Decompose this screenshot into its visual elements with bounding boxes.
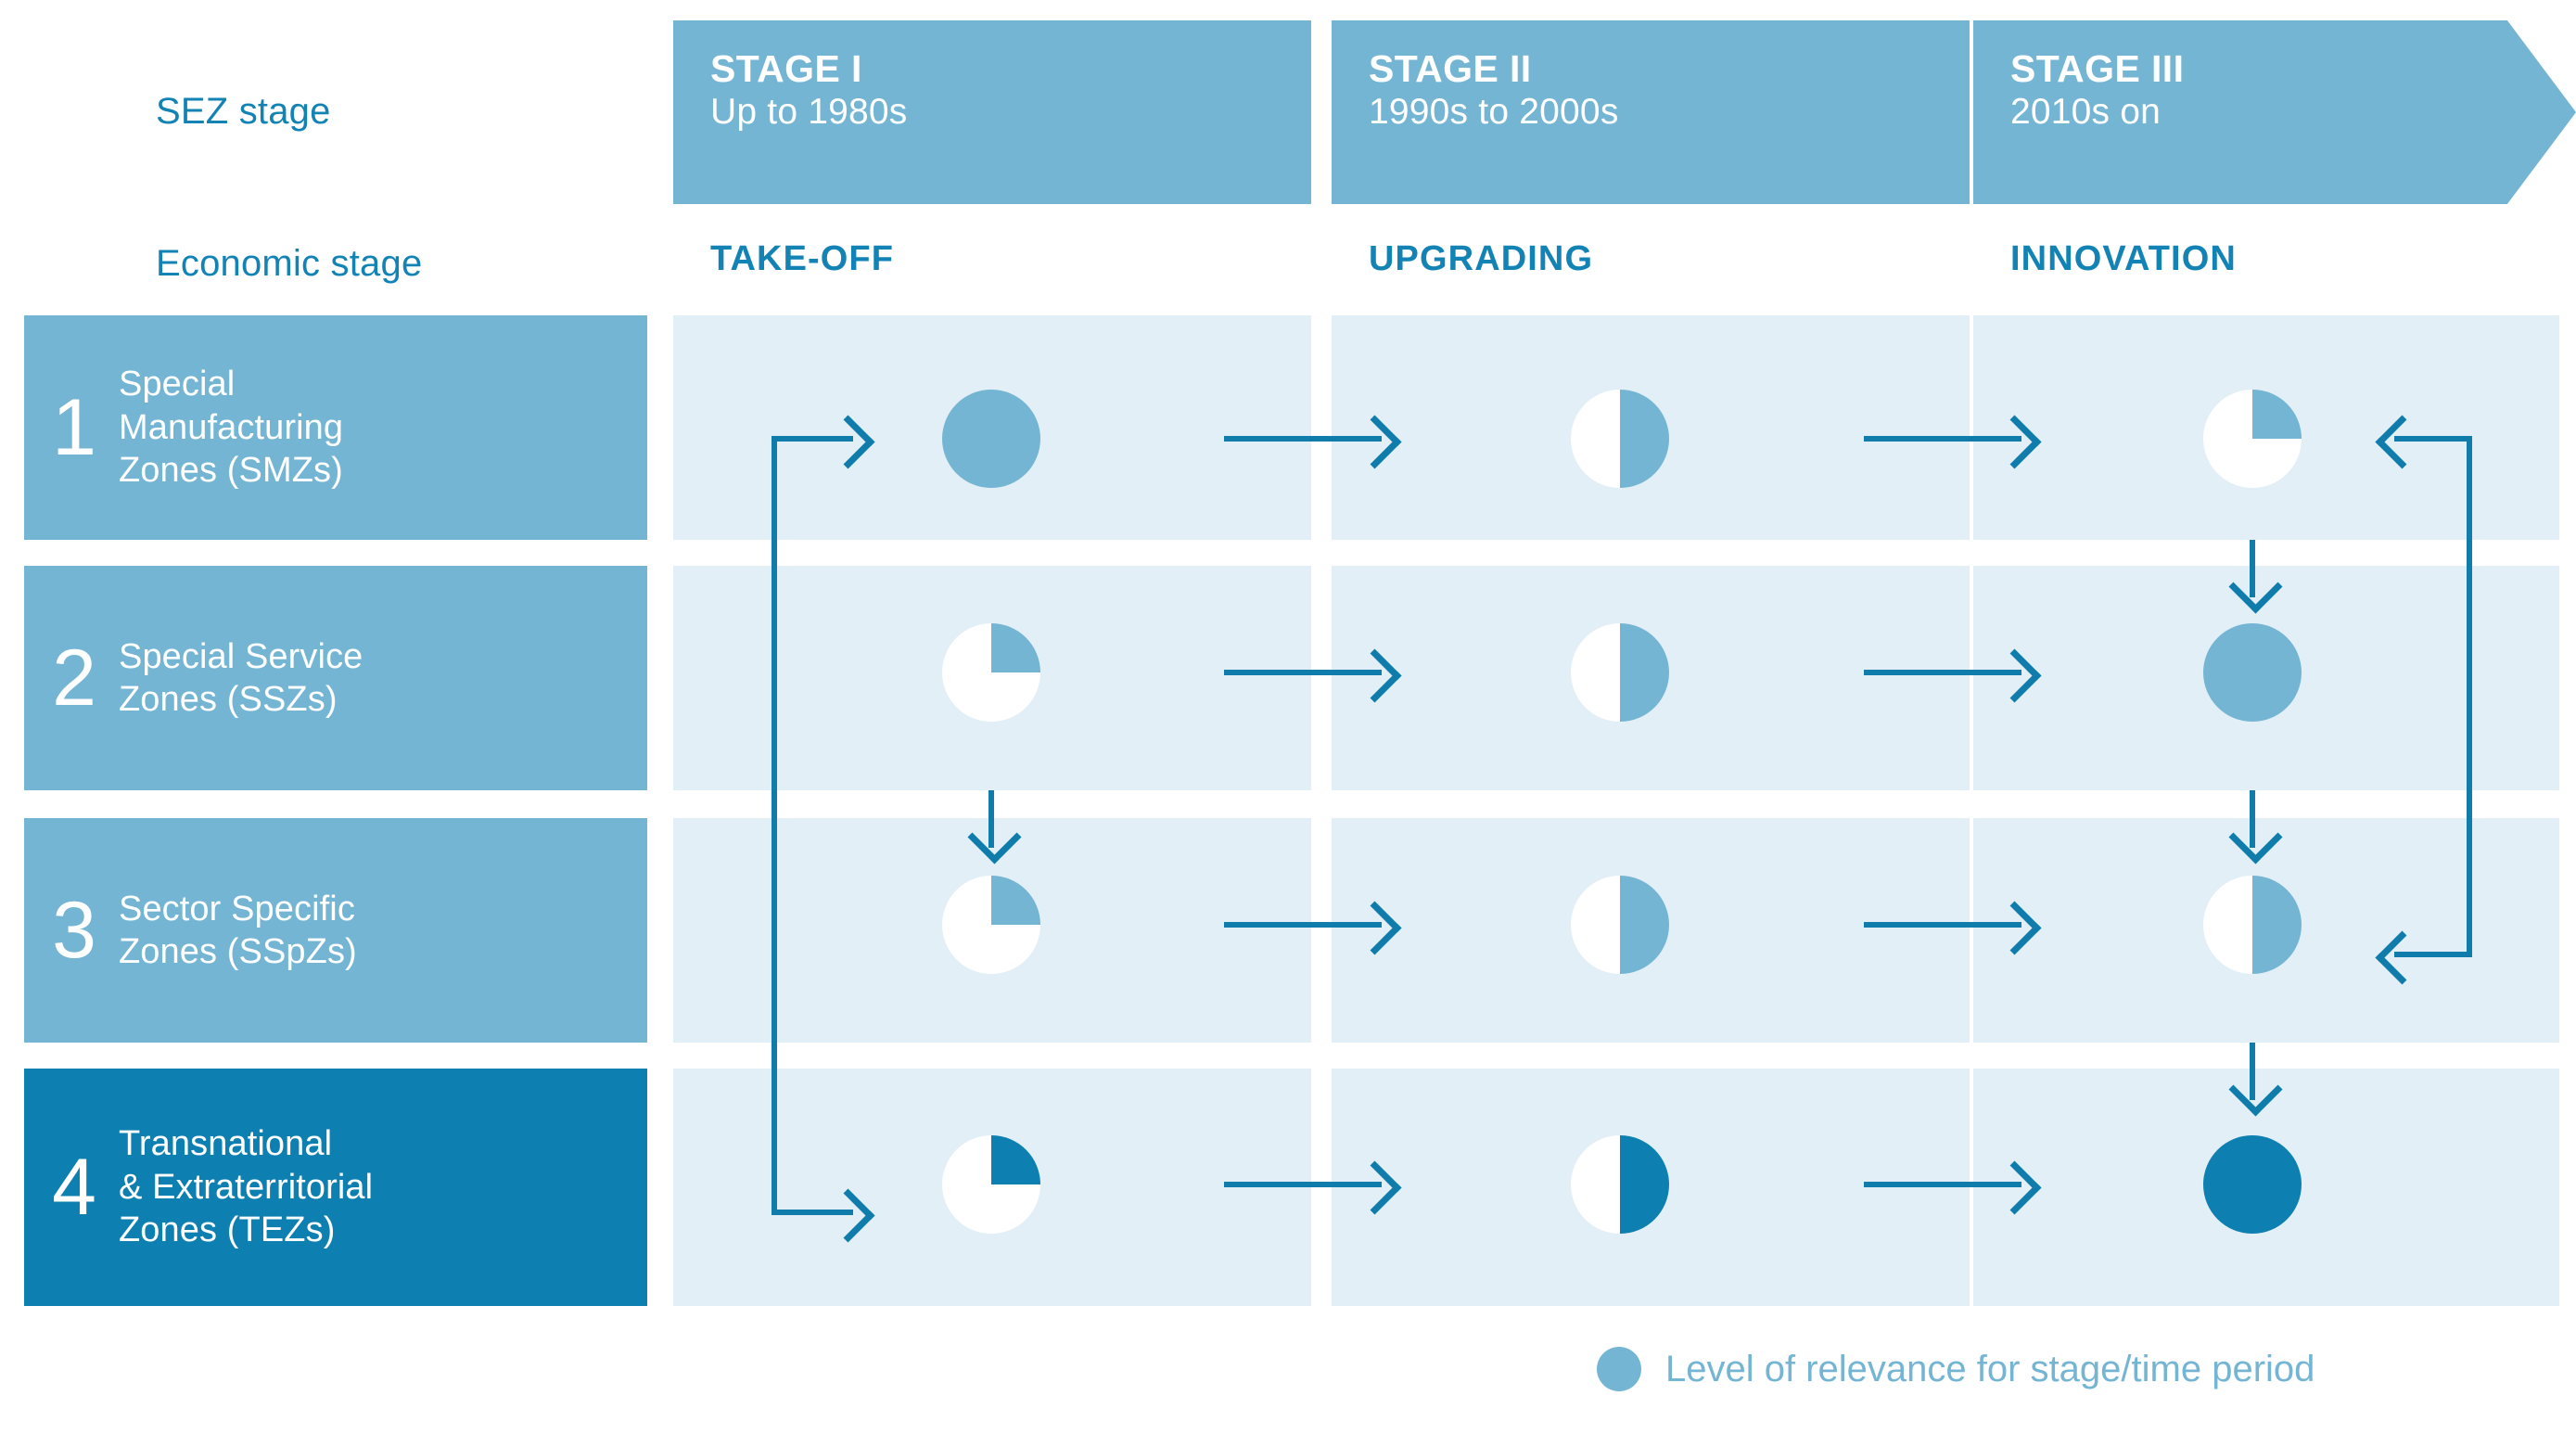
row-text-4: Transnational & Extraterritorial Zones (… (119, 1122, 373, 1251)
economic-stage-label: Economic stage (156, 243, 423, 284)
relevance-marker-r4-c1-quarter (942, 1135, 1040, 1234)
stage-header-1: STAGE I Up to 1980s (673, 20, 1311, 204)
row-number-1: 1 (52, 383, 96, 472)
row-1-line-2: Manufacturing (119, 407, 344, 447)
row-number-4: 4 (52, 1143, 96, 1232)
legend-label: Level of relevance for stage/time period (1665, 1348, 2315, 1389)
economic-stage-upgrading: UPGRADING (1369, 239, 1594, 278)
flow-arrow-r2-c1-c2 (1224, 670, 1382, 675)
down-arrow-c3-r3-r4-stem (2250, 1043, 2255, 1100)
legend-circle-icon (1597, 1347, 1641, 1391)
down-arrow-c3-r2-r3-stem (2250, 790, 2255, 848)
flow-arrow-r3-c1-c2 (1224, 922, 1382, 928)
sez-stage-label: SEZ stage (156, 91, 331, 132)
row-text-1: Special Manufacturing Zones (SMZs) (119, 363, 343, 492)
row-number-2: 2 (52, 634, 96, 723)
relevance-marker-r1-c2-half (1571, 390, 1669, 488)
relevance-marker-r1-c1-full (942, 390, 1040, 488)
stage-3-title: STAGE III (2010, 47, 2185, 90)
row-4-line-3: Zones (TEZs) (119, 1210, 336, 1250)
legend: Level of relevance for stage/time period (1597, 1347, 2315, 1391)
stage-header-3-chevron: STAGE III 2010s on (1973, 20, 2576, 204)
right-bracket-vertical (2467, 436, 2472, 957)
row-3-line-1: Sector Specific (119, 889, 355, 928)
down-arrow-c1-r2-r3-stem (988, 790, 994, 848)
economic-stage-take-off: TAKE-OFF (710, 239, 895, 278)
stage-1-period: Up to 1980s (710, 91, 908, 132)
relevance-marker-r2-c2-half (1571, 623, 1669, 722)
flow-arrow-r2-c2-c3 (1864, 670, 2021, 675)
row-4-line-1: Transnational (119, 1124, 333, 1164)
row-label-smz: 1 Special Manufacturing Zones (SMZs) (24, 315, 647, 540)
stage-1-title: STAGE I (710, 47, 862, 90)
down-arrow-c3-r1-r2-stem (2250, 540, 2255, 597)
relevance-marker-r2-c3-full (2203, 623, 2302, 722)
right-bracket-top-stem (2394, 436, 2472, 442)
row-number-3: 3 (52, 886, 96, 975)
flow-arrow-r4-c2-c3 (1864, 1182, 2021, 1187)
flow-arrow-r3-c2-c3 (1864, 922, 2021, 928)
stage-header-2: STAGE II 1990s to 2000s (1332, 20, 1970, 204)
relevance-marker-r2-c1-quarter (942, 623, 1040, 722)
flow-arrow-r1-c1-c2 (1224, 436, 1382, 442)
row-text-2: Special Service Zones (SSZs) (119, 635, 363, 722)
stage-2-title: STAGE II (1369, 47, 1532, 90)
relevance-marker-r1-c3-quarter (2203, 390, 2302, 488)
row-label-sspz: 3 Sector Specific Zones (SSpZs) (24, 818, 647, 1043)
row-1-line-1: Special (119, 365, 236, 404)
row-2-line-1: Special Service (119, 636, 363, 676)
left-bracket-vertical (772, 436, 777, 1215)
relevance-marker-r3-c3-half (2203, 876, 2302, 974)
left-bracket-top-stem (772, 436, 853, 442)
stage-3-period: 2010s on (2010, 91, 2162, 132)
stage-2-period: 1990s to 2000s (1369, 91, 1619, 132)
row-3-line-2: Zones (SSpZs) (119, 932, 357, 971)
row-text-3: Sector Specific Zones (SSpZs) (119, 888, 357, 974)
flow-arrow-r1-c2-c3 (1864, 436, 2021, 442)
flow-arrow-r4-c1-c2 (1224, 1182, 1382, 1187)
row-2-line-2: Zones (SSZs) (119, 680, 338, 719)
right-bracket-bottom-stem (2394, 952, 2472, 957)
relevance-marker-r4-c2-half (1571, 1135, 1669, 1234)
row-1-line-3: Zones (SMZs) (119, 451, 343, 491)
relevance-marker-r4-c3-full (2203, 1135, 2302, 1234)
row-label-ssz: 2 Special Service Zones (SSZs) (24, 566, 647, 790)
relevance-marker-r3-c1-quarter (942, 876, 1040, 974)
row-4-line-2: & Extraterritorial (119, 1167, 374, 1207)
economic-stage-innovation: INNOVATION (2010, 239, 2237, 278)
left-bracket-bottom-stem (772, 1210, 853, 1215)
relevance-marker-r3-c2-half (1571, 876, 1669, 974)
row-label-tez: 4 Transnational & Extraterritorial Zones… (24, 1069, 647, 1306)
